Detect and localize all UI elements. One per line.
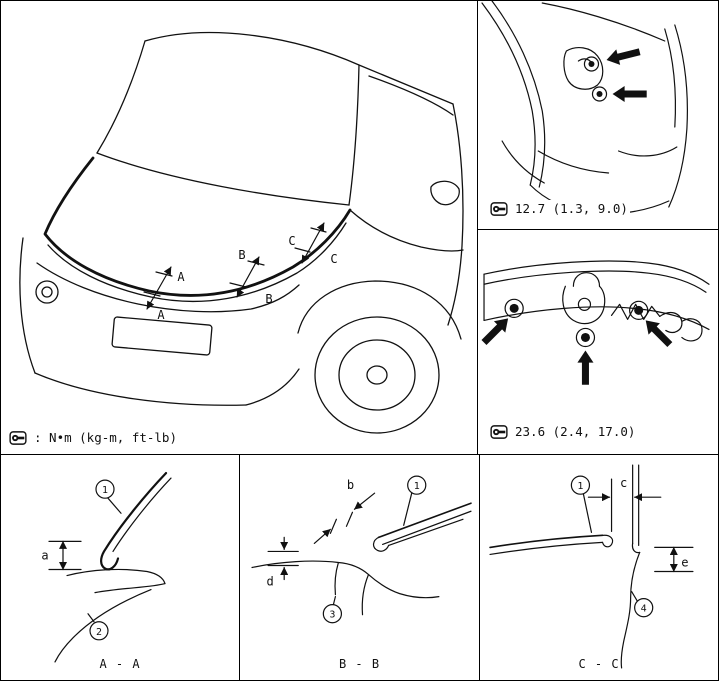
- callout-4-circle: [634, 598, 654, 618]
- torque-wrench-icon: [490, 424, 508, 439]
- car-front-illustration: A A B B C C: [19, 31, 464, 434]
- cc-profile-lines: [489, 464, 694, 669]
- section-bb-panel: b d 1 3 B - B: [240, 455, 480, 681]
- lock-torque-spec: 23.6 (2.4, 17.0): [488, 423, 638, 440]
- hinge-torque-value: 12.7 (1.3, 9.0): [515, 201, 628, 216]
- torque-unit-text: : N•m (kg-m, ft-lb): [34, 430, 177, 445]
- front-wheel: [297, 280, 462, 434]
- section-bb-drawing: b d 1 3: [251, 475, 472, 624]
- section-cut-marker-b: [229, 256, 265, 298]
- hood-lock-panel: 23.6 (2.4, 17.0): [478, 230, 719, 455]
- section-cc-label: C - C: [578, 657, 620, 671]
- callout-2-number: 2: [96, 627, 102, 638]
- callout-1-circle: [407, 475, 427, 495]
- callout-2-circle: [89, 621, 109, 641]
- lock-bolt-1: [509, 303, 519, 313]
- dimension-d-label: d: [266, 575, 273, 589]
- dimension-b-arrow-upper: [353, 492, 376, 510]
- lock-bolt-2: [580, 332, 590, 342]
- marker-c-lower-label: C: [330, 252, 337, 266]
- hinge-torque-spec: 12.7 (1.3, 9.0): [488, 200, 630, 217]
- hinge-bolt-2: [596, 91, 603, 97]
- callout-4-number: 4: [641, 604, 647, 615]
- section-aa-panel: a 1 2 A - A: [0, 455, 240, 681]
- marker-c-upper-label: C: [288, 234, 295, 248]
- marker-b-lower-label: B: [265, 292, 272, 306]
- aa-profile-lines: [48, 471, 172, 663]
- cowl-bolt-illustration: [481, 1, 688, 215]
- marker-a-upper-label: A: [177, 270, 185, 284]
- marker-b-upper-label: B: [238, 248, 245, 262]
- section-aa-drawing: a 1 2: [41, 471, 172, 663]
- hinge-bolt-1: [588, 61, 595, 67]
- car-overview-panel: A A B B C C : N•m (kg-m, ft-lb): [0, 0, 478, 455]
- torque-unit-legend: : N•m (kg-m, ft-lb): [7, 429, 179, 446]
- lock-structure-lines: [483, 260, 710, 348]
- section-cut-marker-c: [294, 222, 327, 264]
- bolt-pointer-arrows: [606, 48, 647, 102]
- section-bb-label: B - B: [338, 657, 381, 671]
- torque-wrench-icon: [9, 430, 27, 445]
- section-aa-label: A - A: [99, 657, 141, 671]
- marker-a-lower-label: A: [157, 308, 165, 322]
- callout-1-circle: [570, 475, 591, 495]
- callout-3-number: 3: [329, 610, 335, 621]
- lock-torque-value: 23.6 (2.4, 17.0): [515, 424, 636, 439]
- torque-wrench-icon: [490, 201, 508, 216]
- section-cc-panel: c e 1 4 C - C: [480, 455, 719, 681]
- bb-profile-lines: [251, 475, 472, 624]
- front-bumper-details: [35, 280, 213, 356]
- callout-1-circle: [95, 479, 115, 499]
- lock-bolt-pointer-arrows: [481, 318, 673, 385]
- callout-1-number: 1: [577, 481, 583, 492]
- section-marker-letters: A A B B C C: [157, 234, 337, 322]
- dimension-b-label: b: [347, 478, 354, 492]
- dimension-b-arrow-lower: [313, 528, 331, 544]
- section-cut-marker-a: [143, 266, 173, 310]
- hood-lock-illustration: [481, 260, 710, 385]
- lock-bolt-3: [634, 305, 644, 315]
- cowl-structure-lines: [481, 1, 688, 215]
- dimension-c-label: c: [620, 476, 627, 490]
- callout-1-number: 1: [102, 485, 108, 496]
- section-cc-drawing: c e 1 4: [489, 464, 694, 669]
- cowl-bolts-panel: 12.7 (1.3, 9.0): [478, 0, 719, 230]
- callout-3-circle: [322, 604, 343, 624]
- dimension-e-label: e: [681, 555, 688, 569]
- hood-outline: [43, 156, 352, 297]
- dimension-a-label: a: [41, 548, 48, 562]
- car-body-outline: [19, 31, 464, 406]
- callout-1-number: 1: [414, 481, 420, 492]
